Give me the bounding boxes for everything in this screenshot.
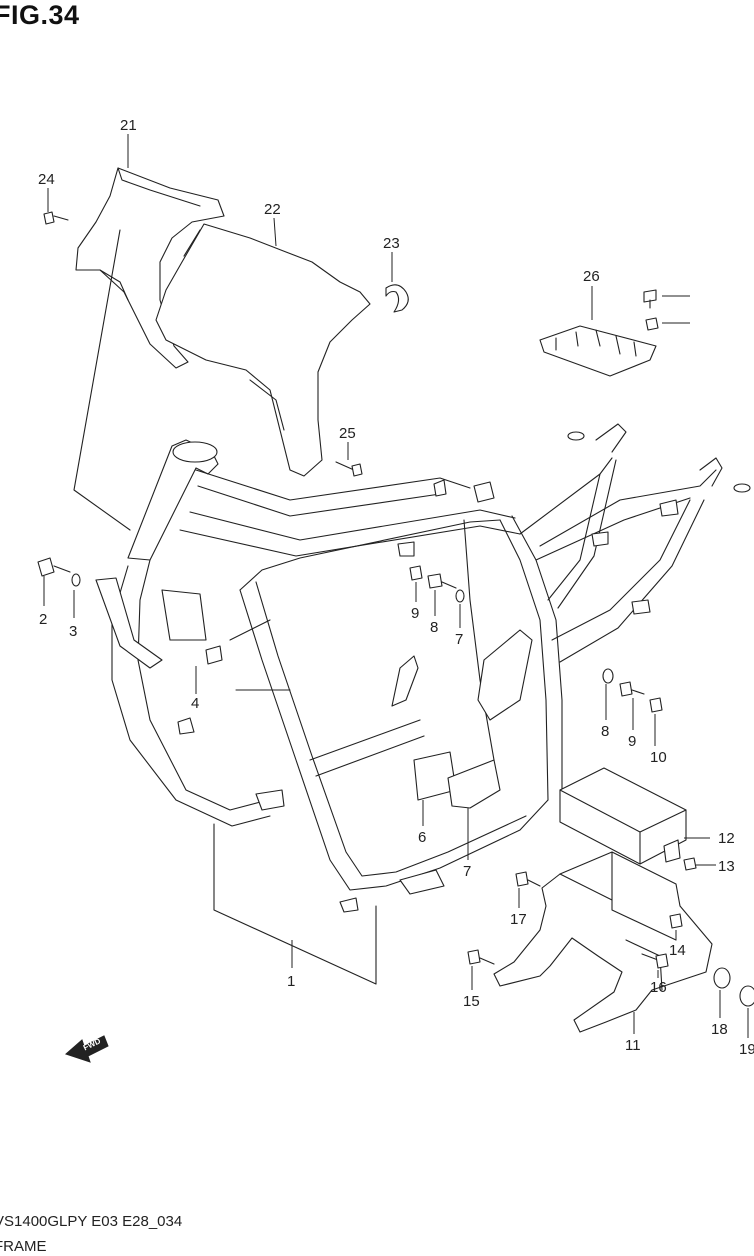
callout-7-upper: 7 [455, 631, 463, 648]
callout-17: 18 [711, 1021, 728, 1038]
callout-15: 16 [650, 979, 667, 996]
callout-9-upper: 9 [411, 605, 419, 622]
callout-8-lower: 9 [628, 733, 636, 750]
model-code: VS1400GLPY E03 E28_034 [0, 1213, 183, 1230]
forward-direction-arrow: FWD [65, 1035, 109, 1063]
callout-6: 7 [463, 863, 471, 880]
callout-16: 17 [510, 911, 527, 928]
callout-2: 2 [39, 611, 47, 628]
battery-holder-part-10 [493, 851, 713, 1033]
callout-21: 23 [383, 235, 400, 252]
callout-labels: 21 22 23 24 25 26 2 3 4 9 8 7 8 9 10 6 7… [38, 117, 754, 1058]
fasteners [37, 211, 754, 1007]
clip-part-21 [385, 284, 409, 313]
callout-10: 11 [625, 1037, 641, 1054]
callout-5: 6 [418, 829, 426, 846]
figure-title: FIG.34 [0, 0, 80, 30]
callout-14: 15 [463, 993, 480, 1010]
callout-12: 13 [718, 858, 735, 875]
callout-4: 4 [191, 695, 199, 712]
battery-part-11 [559, 767, 687, 865]
side-cover-part-20 [155, 223, 371, 477]
callout-23: 25 [339, 425, 356, 442]
front-cover-part-19 [75, 167, 225, 369]
callout-7-lower: 8 [601, 723, 609, 740]
section-name: FRAME [0, 1238, 47, 1255]
callout-18: 19 [739, 1041, 754, 1058]
callout-13: 14 [669, 942, 686, 959]
leader-lines [43, 134, 749, 1038]
callout-1: 1 [287, 973, 295, 990]
callout-24: 26 [583, 268, 600, 285]
callout-19: 21 [120, 117, 137, 134]
callout-20: 22 [264, 201, 281, 218]
callout-22: 24 [38, 171, 55, 188]
callout-9-lower: 10 [650, 749, 667, 766]
callout-8-upper: 8 [430, 619, 438, 636]
main-frame-part-1 [73, 229, 751, 985]
callout-3: 3 [69, 623, 77, 640]
relay-bracket-part-24 [539, 325, 657, 377]
callout-11: 12 [718, 830, 735, 847]
